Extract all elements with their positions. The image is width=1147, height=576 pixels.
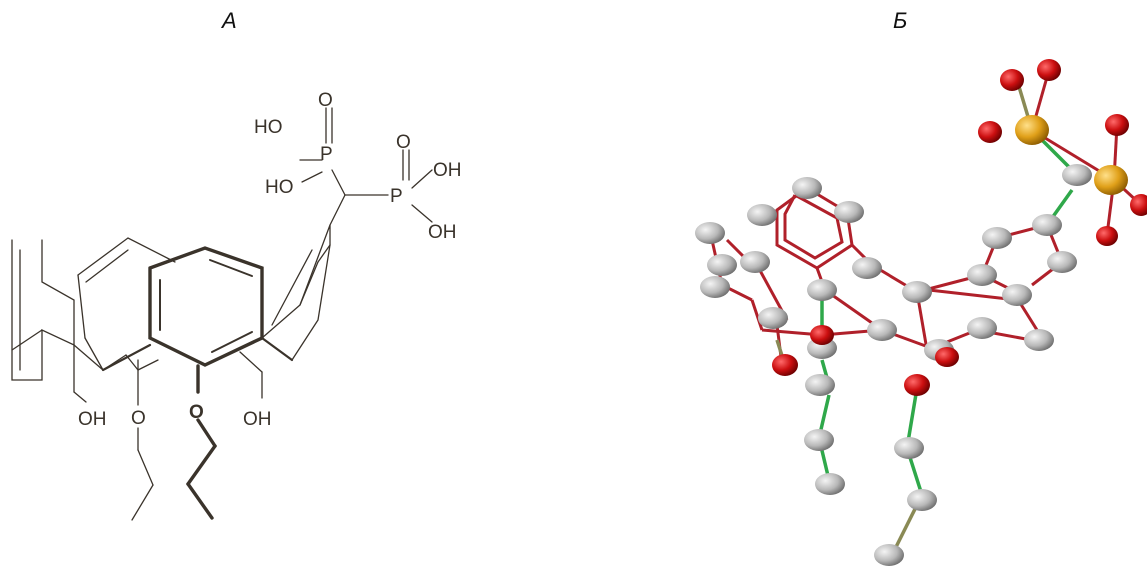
label-o-top-right: O bbox=[396, 132, 411, 153]
panel-label-b: Б bbox=[893, 8, 908, 33]
label-ho-mid: HO bbox=[265, 177, 294, 198]
structural-formula: HO HO O O P P OH OH OH OH O O bbox=[11, 90, 462, 521]
label-oh-right-bottom: OH bbox=[428, 222, 457, 243]
panel-label-a: A bbox=[222, 8, 237, 33]
label-oh-right-bottom2: OH bbox=[243, 409, 272, 430]
molecular-model bbox=[695, 59, 1147, 566]
label-o-ether-left: O bbox=[131, 408, 146, 429]
label-oh-right-top: OH bbox=[433, 160, 462, 181]
label-ho-top: HO bbox=[254, 117, 283, 138]
label-p-right: P bbox=[390, 186, 403, 207]
label-o-top-left: O bbox=[318, 90, 333, 111]
label-p-left: P bbox=[320, 144, 333, 165]
label-oh-left-bottom: OH bbox=[78, 409, 107, 430]
label-o-ether-center: O bbox=[189, 402, 204, 423]
